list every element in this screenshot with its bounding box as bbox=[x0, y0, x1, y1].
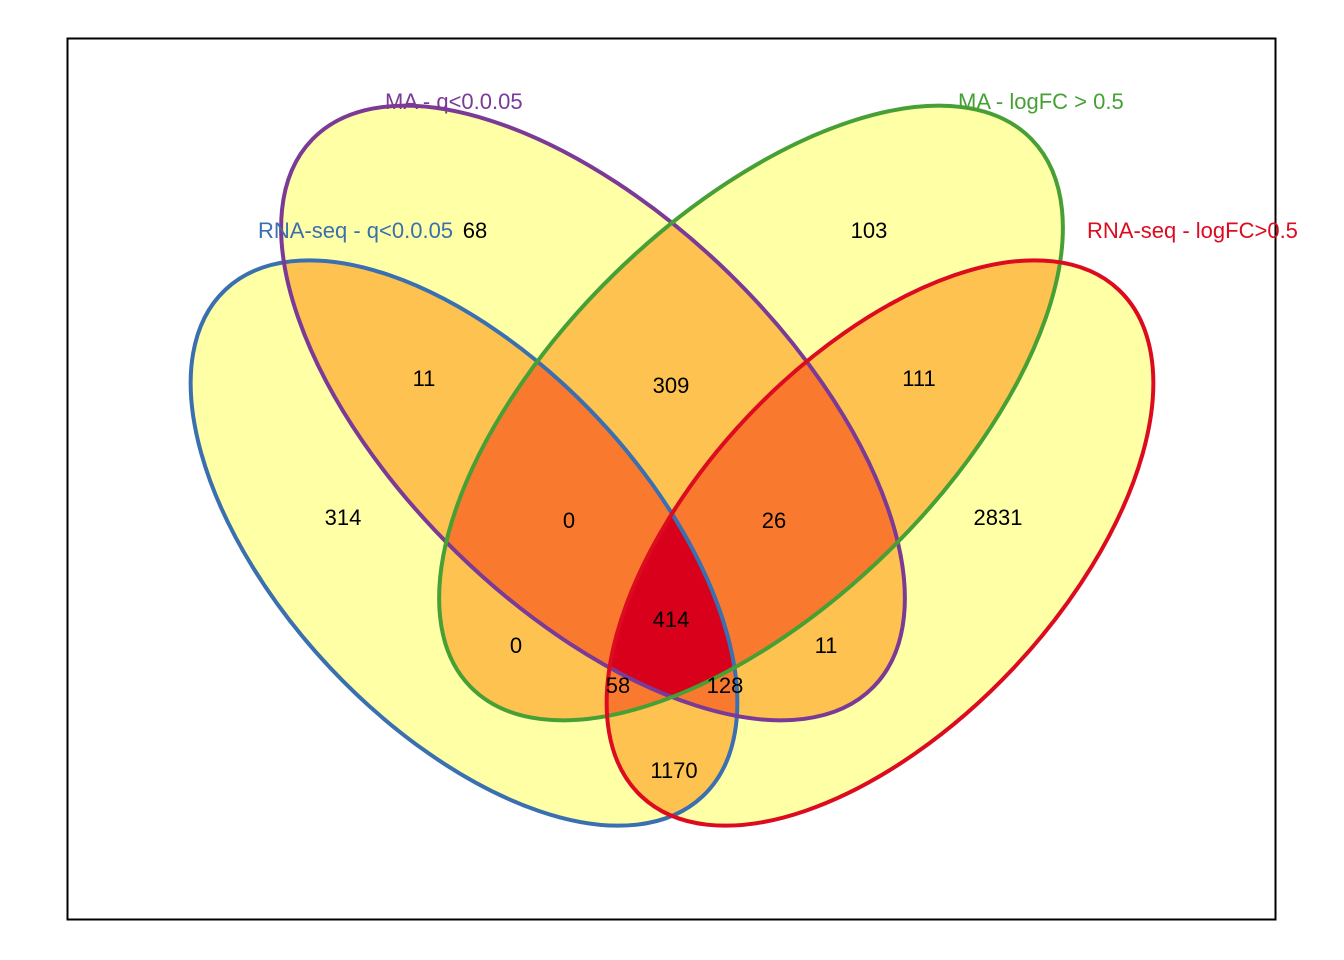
count-ma-q-only: 68 bbox=[463, 218, 487, 243]
set-outline-rnaseq-logfc bbox=[604, 258, 1156, 828]
count-ma-logfc-only: 103 bbox=[851, 218, 888, 243]
set-labels: RNA-seq - q<0.0.05 MA - q<0.0.05 MA - lo… bbox=[258, 89, 1298, 243]
region-counts: 68 103 314 2831 11 309 111 0 26 0 414 11… bbox=[325, 218, 1023, 783]
count-ma-logfc-rnaseq-logfc: 111 bbox=[902, 366, 935, 391]
count-rnaseq-q-ma-q-ma-logfc: 0 bbox=[563, 508, 575, 533]
count-rnaseq-q-only: 314 bbox=[325, 505, 362, 530]
set-label-ma-logfc: MA - logFC > 0.5 bbox=[958, 89, 1124, 114]
set-label-ma-q: MA - q<0.0.05 bbox=[385, 89, 523, 114]
count-rnaseq-q-ma-logfc-rnaseq-logfc: 58 bbox=[606, 673, 630, 698]
count-all-four: 414 bbox=[653, 607, 690, 632]
count-rnaseq-q-rnaseq-logfc: 1170 bbox=[650, 758, 697, 783]
count-ma-q-ma-logfc: 309 bbox=[653, 373, 690, 398]
count-ma-q-ma-logfc-rnaseq-logfc: 26 bbox=[762, 508, 786, 533]
set-label-rnaseq-q: RNA-seq - q<0.0.05 bbox=[258, 218, 453, 243]
count-rnaseq-q-ma-logfc: 0 bbox=[510, 633, 522, 658]
count-ma-q-rnaseq-logfc: 11 bbox=[815, 633, 838, 658]
set-outline-rnaseq-q bbox=[188, 258, 740, 828]
count-rnaseq-q-ma-q-rnaseq-logfc: 128 bbox=[707, 673, 744, 698]
count-rnaseq-q-ma-q: 11 bbox=[413, 366, 436, 391]
set-outline-ma-q bbox=[279, 103, 907, 723]
set-outlines bbox=[188, 103, 1156, 828]
set-outline-ma-logfc bbox=[437, 103, 1065, 723]
count-rnaseq-logfc-only: 2831 bbox=[974, 505, 1023, 530]
set-label-rnaseq-logfc: RNA-seq - logFC>0.5 bbox=[1087, 218, 1298, 243]
